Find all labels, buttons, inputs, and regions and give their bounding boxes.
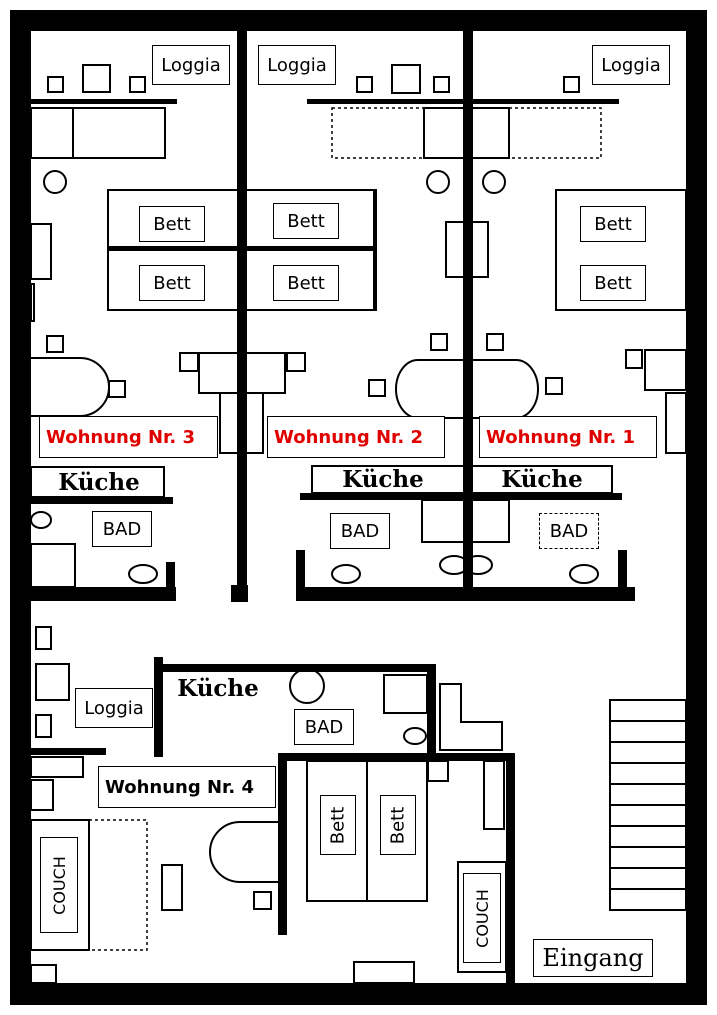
bed-label-3: Bett [139, 265, 205, 301]
loggia-label-3: Loggia [592, 45, 670, 85]
bed-label-8: Bett [380, 795, 416, 855]
loggia-label-1: Loggia [152, 45, 230, 85]
interior-walls [31, 31, 635, 983]
kitchen-label-1: Küche [58, 468, 140, 496]
bathroom-label-2: BAD [330, 513, 390, 549]
couch-label-1: COUCH [40, 837, 78, 933]
bed-label-8-text: Bett [387, 806, 409, 844]
furniture [30, 64, 687, 984]
kitchen-label-3: Küche [501, 465, 583, 493]
bed-label-4: Bett [273, 265, 339, 301]
bed-label-5: Bett [580, 206, 646, 242]
apartment-label-4: Wohnung Nr. 4 [98, 766, 276, 808]
apartment-label-3: Wohnung Nr. 3 [39, 416, 218, 458]
dashed-furniture [88, 107, 602, 951]
outer-walls [10, 10, 707, 1005]
couch-label-2: COUCH [463, 873, 501, 963]
apartment-label-2: Wohnung Nr. 2 [267, 416, 445, 458]
bed-label-6: Bett [580, 265, 646, 301]
couch-label-2-text: COUCH [472, 888, 492, 948]
apartment-label-1: Wohnung Nr. 1 [479, 416, 657, 458]
couch-label-1-text: COUCH [49, 855, 69, 915]
bed-label-7: Bett [320, 795, 356, 855]
bed-label-1: Bett [139, 206, 205, 242]
bathroom-label-1: BAD [92, 511, 152, 547]
bathroom-label-3: BAD [539, 513, 599, 549]
loggia-label-2: Loggia [258, 45, 336, 85]
bed-label-2: Bett [273, 203, 339, 239]
loggia-label-4: Loggia [75, 688, 153, 728]
bathroom-label-4: BAD [294, 709, 354, 745]
bed-label-7-text: Bett [327, 806, 349, 844]
kitchen-label-2: Küche [342, 465, 424, 493]
kitchen-label-4: Küche [177, 674, 259, 702]
entrance-label: Eingang [533, 939, 653, 977]
